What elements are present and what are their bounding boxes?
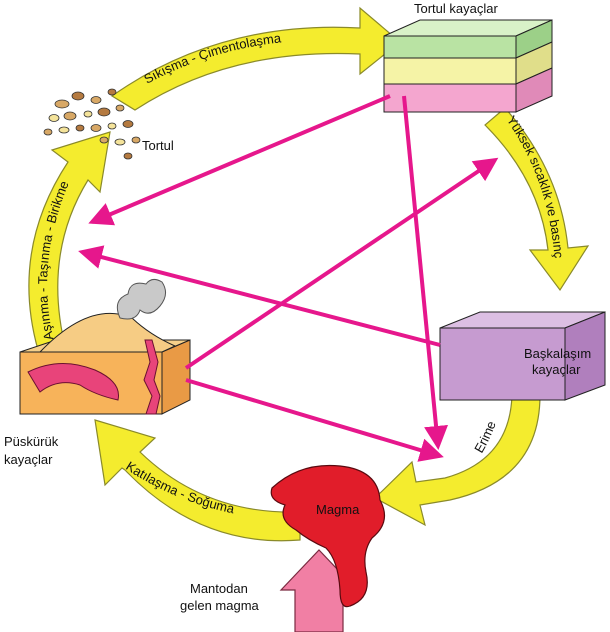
label-sediment: Tortul <box>142 138 174 153</box>
igneous-rock-block <box>19 278 191 415</box>
label-mantle-line2: gelen magma <box>180 598 260 613</box>
shortcut-arrows <box>78 94 499 462</box>
cycle-arrow-weathering <box>28 131 111 351</box>
label-metamorphic-line2: kayaçlar <box>532 362 581 377</box>
arrow-sedimentary-to-magma <box>402 95 449 450</box>
cycle-arrow-compaction <box>110 6 401 111</box>
label-sedimentary-rocks: Tortul kayaçlar <box>414 1 498 16</box>
label-igneous-line2: kayaçlar <box>4 452 53 467</box>
label-mantle-line1: Mantodan <box>190 581 248 596</box>
cycle-arrow-melting <box>373 394 541 527</box>
arrow-igneous-to-sedimentary <box>184 157 499 370</box>
label-magma: Magma <box>316 502 360 517</box>
label-igneous-line1: Püskürük <box>4 434 59 449</box>
arrow-metamorphic-to-weathering <box>78 245 441 347</box>
label-metamorphic-line1: Başkalaşım <box>524 346 591 361</box>
arrow-sedimentary-to-sediment <box>88 94 391 226</box>
cycle-arrow-heat-pressure <box>484 107 590 292</box>
cycle-arrow-cooling <box>94 419 301 542</box>
sediment-pebbles <box>43 88 141 160</box>
magma-blob <box>270 464 386 608</box>
metamorphic-rock-block <box>439 311 606 401</box>
arrow-igneous-to-melting <box>185 378 444 462</box>
sedimentary-rock-block <box>383 19 553 113</box>
